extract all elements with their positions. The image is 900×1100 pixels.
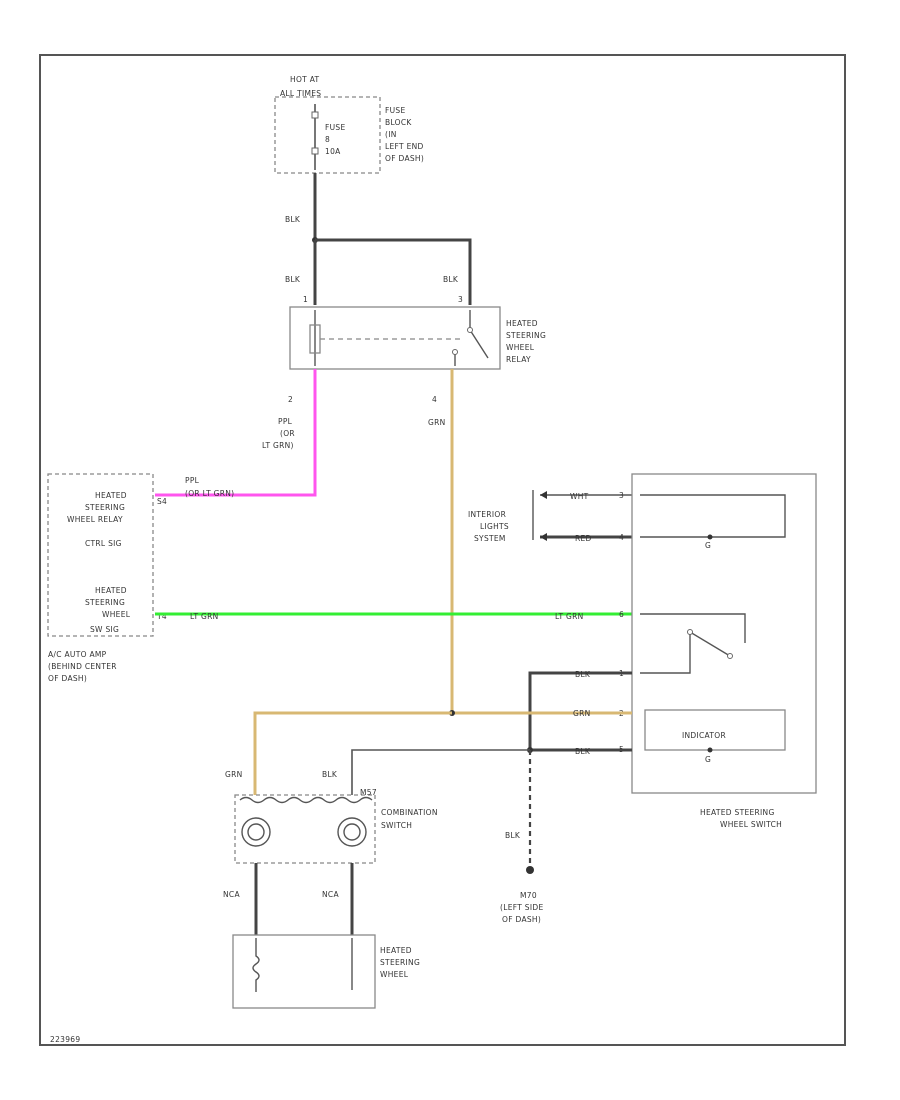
wire-label-ppl-h-2: (OR LT GRN): [185, 489, 234, 498]
ac-relay-ctrl-1: HEATED: [95, 491, 127, 500]
wire-label-ppl-3: LT GRN): [262, 441, 294, 450]
wire-label-blk-bottom: BLK: [322, 770, 338, 779]
ac-sw-sig-2: STEERING: [85, 598, 125, 607]
fuse-number: 8: [325, 135, 330, 144]
heated-steering-wheel-relay: [289, 306, 501, 370]
switch-signal-line: [640, 613, 746, 643]
wire-grn-combo: [253, 711, 452, 795]
relay-pin-3: 3: [458, 295, 463, 304]
switch-pin-3: 3: [619, 491, 624, 500]
heated-wheel-label-2: STEERING: [380, 958, 420, 967]
relay-contact-arm: [469, 329, 489, 359]
switch-pin-6: 6: [619, 610, 624, 619]
ac-location-2: (BEHIND CENTER: [48, 662, 117, 671]
combination-switch: [234, 794, 376, 864]
wire-label-ppl-2: (OR: [280, 429, 295, 438]
heater-element-left: [252, 938, 260, 992]
ac-sw-sig-1: HEATED: [95, 586, 127, 595]
wire-label-ltgrn-right: LT GRN: [555, 612, 584, 621]
wire-label-nca-left: NCA: [223, 890, 240, 899]
wire-blk-combo: [351, 749, 530, 795]
switch-illum-mark: G: [705, 541, 711, 550]
ground-point: [526, 866, 534, 874]
relay-label-2: STEERING: [506, 331, 546, 340]
fuse-block-label-2: BLOCK: [385, 118, 412, 127]
switch-pin-4: 4: [619, 533, 624, 542]
relay-pin-2: 2: [288, 395, 293, 404]
ac-relay-ctrl-2: STEERING: [85, 503, 125, 512]
ac-sw-sig-3: WHEEL: [102, 610, 131, 619]
ac-relay-ctrl-3: WHEEL RELAY: [67, 515, 123, 524]
ac-location-3: OF DASH): [48, 674, 87, 683]
combo-label-1: COMBINATION: [381, 808, 438, 817]
wire-label-blk-ground: BLK: [505, 831, 521, 840]
clock-spring-wave: [239, 796, 373, 804]
wire-label-grn-vert: GRN: [428, 418, 446, 427]
wire-label-ppl-h-1: PPL: [185, 476, 200, 485]
wire-blk-to-relay-pin3: [315, 238, 472, 305]
ac-location-1: A/C AUTO AMP: [48, 650, 107, 659]
fuse-rating: 10A: [325, 147, 341, 156]
ac-sw-sig-4: SW SIG: [90, 625, 119, 634]
interior-lights-label-2: LIGHTS: [480, 522, 509, 531]
heated-wheel-label-1: HEATED: [380, 946, 412, 955]
diagram-code: 223969: [50, 1035, 80, 1044]
fuse-block-label-1: FUSE: [385, 106, 406, 115]
switch-indicator-label: INDICATOR: [682, 731, 726, 740]
fuse-block-label-5: OF DASH): [385, 154, 424, 163]
wire-label-grn-bottom: GRN: [225, 770, 243, 779]
diagram-frame: [39, 54, 846, 1046]
ground-id: M70: [520, 891, 537, 900]
ac-relay-pin: S4: [157, 497, 167, 506]
ground-label-2: OF DASH): [502, 915, 541, 924]
heated-steering-wheel-switch: [631, 473, 817, 794]
wire-ppl: [155, 369, 317, 497]
wire-label-blk-c: BLK: [575, 747, 591, 756]
relay-label-4: RELAY: [506, 355, 531, 364]
fuse-label: FUSE: [325, 123, 346, 132]
wire-label-ltgrn-left: LT GRN: [190, 612, 219, 621]
heated-steering-wheel: [232, 934, 376, 1009]
switch-indicator-mark: G: [705, 755, 711, 764]
switch-illumination-loop: [640, 494, 786, 538]
wire-label-red: RED: [575, 534, 592, 543]
heated-wheel-label-3: WHEEL: [380, 970, 409, 979]
switch-indicator: [644, 709, 786, 751]
fuse-block: [274, 96, 381, 174]
ac-auto-amp: [47, 473, 154, 637]
fuse-block-label-3: (IN: [385, 130, 397, 139]
clock-spring-right: [337, 817, 367, 847]
switch-label-2: WHEEL SWITCH: [720, 820, 782, 829]
relay-label-3: WHEEL: [506, 343, 535, 352]
relay-pin-1: 1: [303, 295, 308, 304]
switch-contact-arm: [689, 631, 731, 657]
wire-label-blk-top: BLK: [285, 215, 301, 224]
wire-label-grn-b: GRN: [573, 709, 591, 718]
interior-lights-label-1: INTERIOR: [468, 510, 506, 519]
hot-at-line-2: ALL TIMES: [280, 89, 321, 98]
wire-label-blk-left: BLK: [285, 275, 301, 284]
wire-label-blk-right: BLK: [443, 275, 459, 284]
relay-label-1: HEATED: [506, 319, 538, 328]
wire-label-blk-a: BLK: [575, 670, 591, 679]
ground-label-1: (LEFT SIDE: [500, 903, 543, 912]
wire-blk-switch-pin1: [528, 671, 632, 750]
combo-ref: M57: [360, 788, 377, 797]
switch-label-1: HEATED STEERING: [700, 808, 775, 817]
relay-pin-4: 4: [432, 395, 437, 404]
fuse-block-label-4: LEFT END: [385, 142, 424, 151]
clock-spring-left: [241, 817, 271, 847]
wire-label-wht: WHT: [570, 492, 589, 501]
wire-label-nca-right: NCA: [322, 890, 339, 899]
interior-lights-label-3: SYSTEM: [474, 534, 506, 543]
ac-sw-pin: T4: [156, 612, 167, 621]
wire-label-ppl-1: PPL: [278, 417, 293, 426]
ac-relay-ctrl-4: CTRL SIG: [85, 539, 122, 548]
hot-at-line-1: HOT AT: [290, 75, 320, 84]
combo-label-2: SWITCH: [381, 821, 412, 830]
